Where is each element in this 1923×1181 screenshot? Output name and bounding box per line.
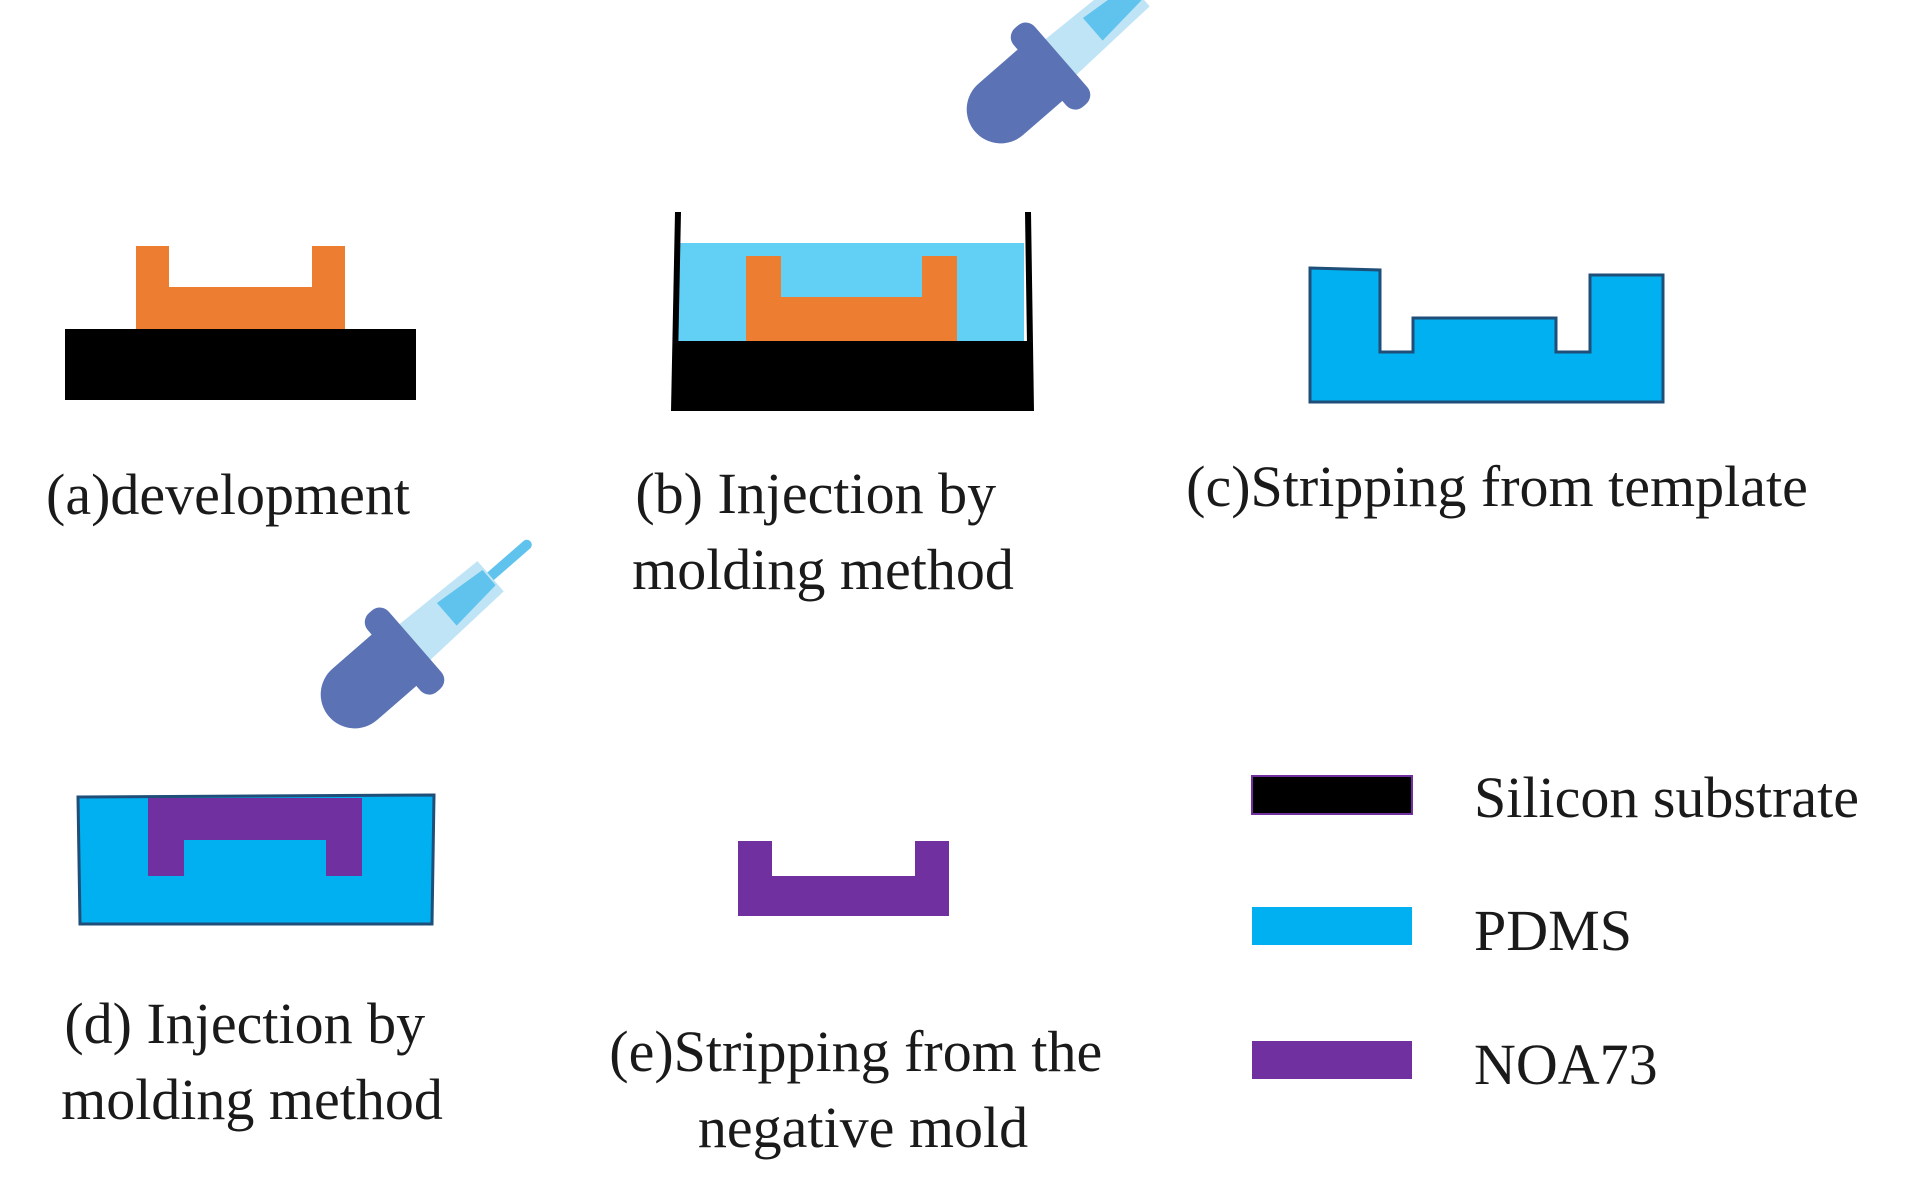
step-d-caption: (d) Injection by molding method — [61, 991, 443, 1132]
legend-swatch-silicon — [1251, 775, 1413, 815]
legend-label-pdms: PDMS — [1474, 898, 1632, 963]
step-d-caption-line-2: molding method — [61, 1067, 443, 1132]
step-e-caption-line-2: negative mold — [698, 1095, 1028, 1160]
photoresist-pattern — [746, 256, 957, 341]
step-a-illustration — [65, 246, 416, 400]
legend-label-noa73: NOA73 — [1474, 1032, 1658, 1097]
legend-swatch-pdms — [1252, 907, 1412, 945]
noa73-replica — [738, 841, 949, 916]
mold-container-left-wall — [671, 211, 681, 412]
mold-container-right-wall — [1025, 211, 1034, 412]
dropper-icon — [295, 506, 561, 756]
silicon-substrate — [675, 341, 1029, 411]
step-d-illustration — [76, 506, 561, 926]
pdms-mold — [1308, 266, 1665, 404]
noa73-fill — [148, 798, 362, 876]
photoresist-pattern — [136, 246, 345, 329]
step-e-caption: (e)Stripping from the negative mold — [609, 1019, 1116, 1160]
silicon-substrate — [65, 329, 416, 400]
step-e-caption-line-1: (e)Stripping from the — [609, 1019, 1102, 1084]
step-b-caption-line-2: molding method — [632, 537, 1014, 602]
step-e-illustration — [738, 841, 949, 916]
step-b-caption-line-1: (b) Injection by — [635, 461, 996, 526]
step-c-caption: (c)Stripping from template — [1186, 454, 1808, 519]
legend-swatch-noa73 — [1252, 1041, 1412, 1079]
step-a-caption: (a)development — [46, 462, 410, 527]
step-a-caption-line-1: (a)development — [46, 462, 410, 527]
step-b-caption: (b) Injection by molding method — [632, 461, 1014, 602]
step-b-illustration — [671, 0, 1207, 412]
legend-label-silicon: Silicon substrate — [1474, 765, 1859, 830]
step-c-caption-line-1: (c)Stripping from template — [1186, 454, 1808, 519]
dropper-icon — [941, 0, 1207, 171]
legend: Silicon substrate PDMS NOA73 — [1251, 765, 1859, 1097]
step-c-illustration — [1308, 266, 1665, 404]
step-d-caption-line-1: (d) Injection by — [64, 991, 425, 1056]
